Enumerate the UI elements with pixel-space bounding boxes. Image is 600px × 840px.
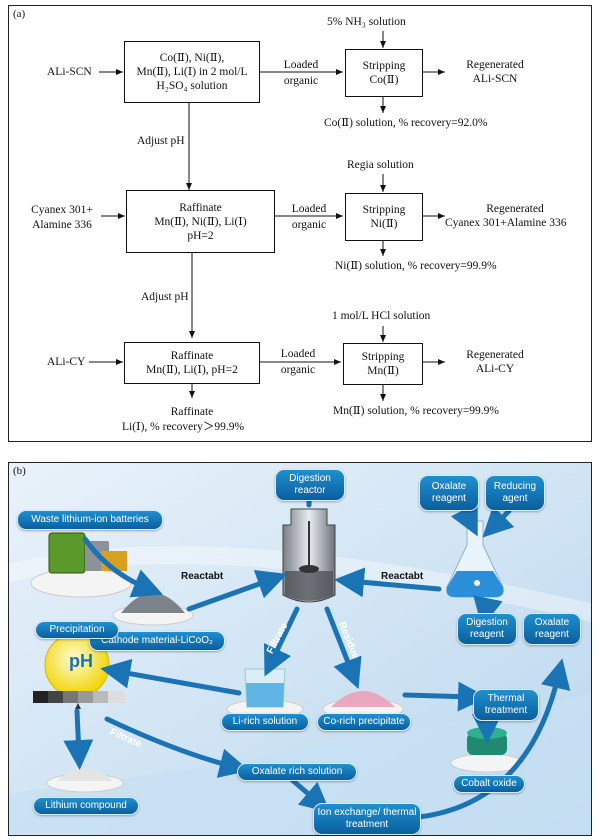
raff2-l2: Mn(Ⅱ), Li(Ⅰ), pH=2 xyxy=(146,364,238,376)
reagent-hcl: 1 mol/L HCl solution xyxy=(332,310,431,322)
thermal-treatment-label: Thermal treatment xyxy=(473,689,539,721)
reagent-nh3: 5% NH₃ solution xyxy=(327,16,406,28)
feed-line-1: Co(Ⅱ), Ni(Ⅱ), xyxy=(159,52,225,64)
reagent-regia: Regia solution xyxy=(347,159,414,171)
panel-a: (a) xyxy=(8,5,592,442)
feed-line-2: Mn(Ⅱ), Li(Ⅰ) in 2 mol/L xyxy=(136,66,248,78)
raff1-l1: Raffinate xyxy=(179,201,222,214)
flow-arrows xyxy=(89,31,445,401)
reactabt-left: Reactabt xyxy=(181,571,224,582)
waste-batteries-label: Waste lithium-ion batteries xyxy=(17,510,163,530)
raff1-l3: pH=2 xyxy=(187,229,214,242)
feed-line-3: H₂SO₄ solution xyxy=(156,80,228,92)
stripping-mn-box: Stripping Mn(Ⅱ) xyxy=(343,343,423,385)
input-cyanex-1: Cyanex 301+ xyxy=(31,204,93,216)
panel-b: (b) Waste lithium-ion batteries Cathode … xyxy=(8,462,592,836)
regen-alisCN: ALi-SCN xyxy=(472,73,518,85)
raffinate-box-1: Raffinate Mn(Ⅱ), Ni(Ⅱ), Li(Ⅰ) pH=2 xyxy=(126,190,275,253)
strip-co-l2: Co(Ⅱ) xyxy=(369,74,399,86)
final-raffinate-label: Raffinate xyxy=(170,406,214,418)
loaded-organic-2b: organic xyxy=(291,219,327,231)
adjust-ph-2: Adjust pH xyxy=(141,291,189,303)
li-recovery: Li(Ⅰ), % recovery＞99.9% xyxy=(122,421,245,433)
digestion-reagent-label: Digestion reagent xyxy=(457,613,517,645)
oxalate-reagent-right: Oxalate reagent xyxy=(523,613,581,645)
raff2-l1: Raffinate xyxy=(170,350,214,362)
feed-box: Co(Ⅱ), Ni(Ⅱ), Mn(Ⅱ), Li(Ⅰ) in 2 mol/L H₂… xyxy=(124,41,260,103)
loaded-organic-1a: Loaded xyxy=(283,59,319,71)
co-rich-label: Co-rich precipitate xyxy=(317,713,411,731)
precipitation-label: Precipitation xyxy=(35,621,119,639)
regen-alicy: ALi-CY xyxy=(475,363,515,375)
loaded-organic-3b: organic xyxy=(280,364,316,376)
regen-label-3: Regenerated xyxy=(466,349,524,361)
ion-exchange-label: Ion exchange/ thermal treatment xyxy=(313,803,421,835)
ni-recovery: Ni(Ⅱ) solution, % recovery=99.9% xyxy=(335,260,497,272)
oxalate-rich-label: Oxalate rich solution xyxy=(237,763,357,781)
li-rich-label: Li-rich solution xyxy=(221,713,309,731)
strip-ni-l2: Ni(Ⅱ) xyxy=(370,218,398,230)
panel-a-label: (a) xyxy=(13,8,26,20)
loaded-organic-2a: Loaded xyxy=(291,203,327,215)
oxalate-reagent-top: Oxalate reagent xyxy=(419,475,479,511)
reducing-agent-label: Reducing agent xyxy=(485,475,545,511)
cathode-label: Cathode material-LiCoO₂ xyxy=(89,631,225,651)
input-alicy: ALi-CY xyxy=(47,356,86,368)
input-alisCN: ALi-SCN xyxy=(47,66,92,78)
strip-ni-l1: Stripping xyxy=(362,204,406,216)
cobalt-oxide-label: Cobalt oxide xyxy=(453,775,525,793)
lithium-compound-label: Lithium compound xyxy=(33,797,139,815)
regen-label-1: Regenerated xyxy=(466,59,524,71)
adjust-ph-1: Adjust pH xyxy=(137,135,185,147)
strip-co-l1: Stripping xyxy=(362,60,406,72)
mn-recovery: Mn(Ⅱ) solution, % recovery=99.9% xyxy=(333,405,500,417)
raffinate-box-2: Raffinate Mn(Ⅱ), Li(Ⅰ), pH=2 xyxy=(124,342,260,384)
panel-b-label: (b) xyxy=(13,465,26,477)
strip-mn-l2: Mn(Ⅱ) xyxy=(367,365,399,377)
reactabt-right: Reactabt xyxy=(381,571,424,582)
regen-cyanex: Cyanex 301+Alamine 336 xyxy=(445,217,567,229)
loaded-organic-1b: organic xyxy=(283,75,319,87)
raff1-l2: Mn(Ⅱ), Ni(Ⅱ), Li(Ⅰ) xyxy=(154,215,247,228)
stripping-co-box: Stripping Co(Ⅱ) xyxy=(345,49,423,97)
stripping-ni-box: Stripping Ni(Ⅱ) xyxy=(345,193,423,241)
input-cyanex-2: Alamine 336 xyxy=(32,219,92,231)
digestion-reactor-label: Digestion reactor xyxy=(275,469,345,501)
ph-label: pH xyxy=(69,651,93,671)
loaded-organic-3a: Loaded xyxy=(280,348,316,360)
strip-mn-l1: Stripping xyxy=(361,351,405,363)
co-recovery: Co(Ⅱ) solution, % recovery=92.0% xyxy=(324,117,488,129)
regen-label-2: Regenerated xyxy=(486,203,544,215)
